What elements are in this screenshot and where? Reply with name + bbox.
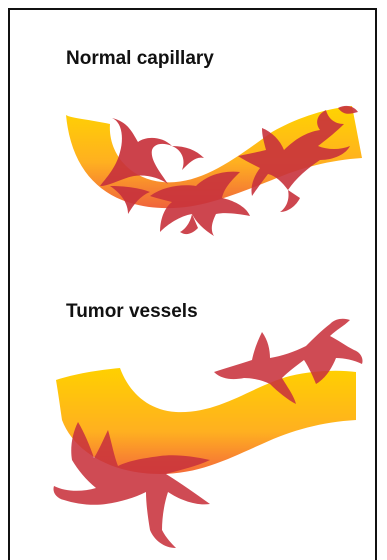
- tumor-vessels: [53, 319, 362, 548]
- tumor-vessels-label: Tumor vessels: [66, 302, 198, 321]
- normal-capillary: [66, 106, 362, 236]
- normal-capillary-label: Normal capillary: [66, 49, 214, 68]
